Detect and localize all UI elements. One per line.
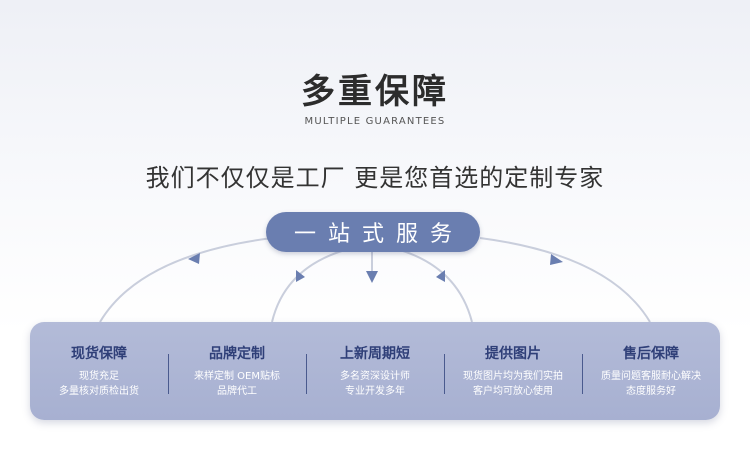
arc-left-outer (99, 237, 273, 323)
feature-provide-images: 提供图片 现货图片均为我们实拍 客户均可放心使用 (444, 322, 582, 420)
arc-right-outer (479, 237, 651, 323)
feature-desc-line: 品牌代工 (217, 386, 257, 397)
feature-desc-line: 质量问题客服耐心解决 (601, 371, 701, 382)
tagline: 我们不仅仅是工厂 更是您首选的定制专家 (145, 164, 605, 192)
feature-stock-guarantee: 现货保障 现货充足 多量核对质检出货 (30, 322, 168, 420)
feature-desc-line: 客户均可放心使用 (473, 386, 553, 397)
feature-desc: 质量问题客服耐心解决 态度服务好 (601, 369, 701, 399)
feature-title: 提供图片 (485, 346, 541, 362)
feature-desc: 现货图片均为我们实拍 客户均可放心使用 (463, 369, 563, 399)
arrow-icon-2 (296, 270, 305, 282)
feature-brand-customization: 品牌定制 来样定制 OEM贴标 品牌代工 (168, 322, 306, 420)
feature-desc-line: 多名资深设计师 (340, 371, 410, 382)
arrow-icon-5 (550, 254, 563, 265)
feature-desc-line: 态度服务好 (626, 386, 676, 397)
feature-short-release-cycle: 上新周期短 多名资深设计师 专业开发多年 (306, 322, 444, 420)
features-panel: 现货保障 现货充足 多量核对质检出货 品牌定制 来样定制 OEM贴标 品牌代工 … (30, 322, 720, 420)
feature-desc-line: 现货图片均为我们实拍 (463, 371, 563, 382)
feature-desc: 现货充足 多量核对质检出货 (59, 369, 139, 399)
arrow-icon-4 (436, 270, 445, 282)
arrow-icon-1 (188, 253, 200, 264)
feature-desc: 多名资深设计师 专业开发多年 (340, 369, 410, 399)
one-stop-service-badge: 一站式服务 (266, 212, 480, 252)
page-title: 多重保障 (301, 72, 449, 112)
arc-right-inner (399, 249, 473, 323)
feature-title: 现货保障 (71, 346, 127, 362)
feature-desc-line: 专业开发多年 (345, 386, 405, 397)
feature-desc-line: 多量核对质检出货 (59, 386, 139, 397)
arrow-icon-3 (366, 271, 378, 283)
feature-after-sales: 售后保障 质量问题客服耐心解决 态度服务好 (582, 322, 720, 420)
feature-title: 上新周期短 (340, 346, 410, 362)
arc-left-inner (271, 249, 346, 323)
feature-desc: 来样定制 OEM贴标 品牌代工 (194, 369, 280, 399)
feature-title: 售后保障 (623, 346, 679, 362)
feature-desc-line: 现货充足 (79, 371, 119, 382)
feature-desc-line: 来样定制 OEM贴标 (194, 371, 280, 382)
page-subtitle: MULTIPLE GUARANTEES (304, 116, 446, 127)
feature-title: 品牌定制 (209, 346, 265, 362)
